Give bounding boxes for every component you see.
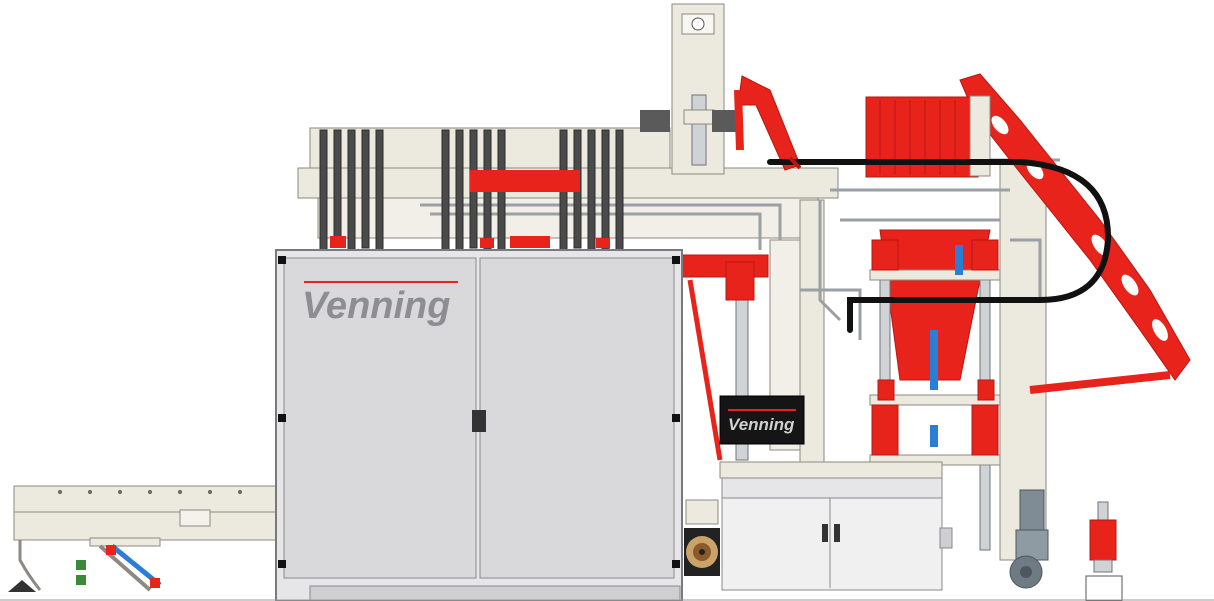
control-cabinet — [719, 461, 953, 591]
press-columns — [679, 239, 1001, 551]
red-arms — [687, 73, 1191, 461]
cable-carrier — [767, 159, 1112, 333]
brand-panel: Venning — [719, 395, 805, 445]
spool-unit — [684, 499, 720, 576]
right-cylinder — [1085, 501, 1123, 601]
panel-logo: Venning — [728, 415, 795, 434]
main-enclosure: Venning — [275, 249, 683, 601]
main-logo: Venning — [302, 285, 450, 327]
gear-motor — [1009, 489, 1049, 589]
hydraulic-cylinders — [319, 110, 742, 256]
left-conveyor — [8, 485, 279, 592]
